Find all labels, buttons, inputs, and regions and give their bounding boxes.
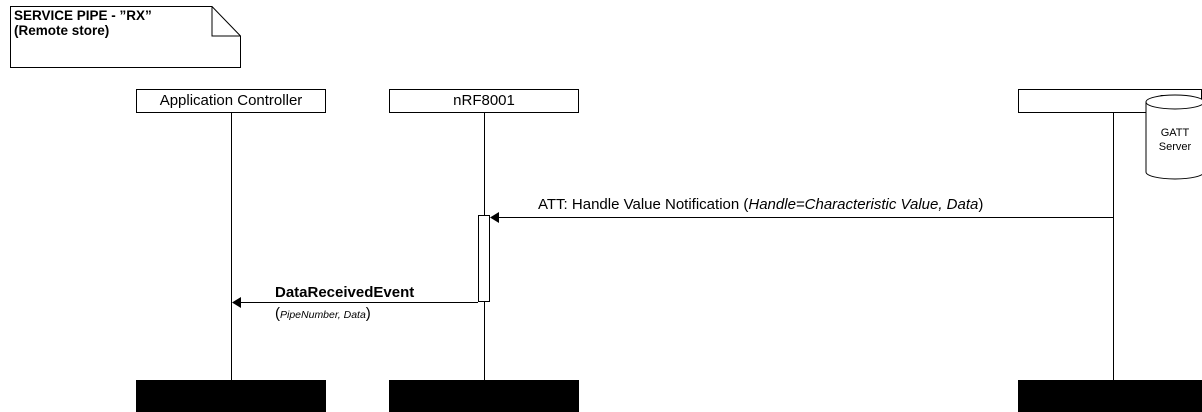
gatt-server-line-2: Server <box>1158 141 1192 153</box>
note-title: SERVICE PIPE - ”RX” (Remote store) <box>14 8 152 38</box>
note-shape <box>10 6 241 68</box>
note-line-2: (Remote store) <box>14 23 110 38</box>
gatt-server-label: GATT Server <box>1148 126 1202 154</box>
message-notification-label: ATT: Handle Value Notification (Handle=C… <box>538 196 983 213</box>
footer-nrf8001 <box>389 380 579 412</box>
diagram-note: SERVICE PIPE - ”RX” (Remote store) <box>10 6 241 68</box>
arrowhead-data-received-event <box>232 297 241 308</box>
footer-peer <box>1018 380 1202 412</box>
params-open: ( <box>275 305 280 322</box>
participant-nrf8001: nRF8001 <box>389 89 579 113</box>
arrowhead-notification <box>490 212 499 223</box>
note-line-1: SERVICE PIPE - ”RX” <box>14 8 152 23</box>
params-text: PipeNumber, Data <box>280 309 366 321</box>
lifeline-peer <box>1113 113 1114 380</box>
message-notification-suffix: ) <box>978 196 984 213</box>
message-notification-prefix: ATT: Handle Value Notification ( <box>538 196 749 213</box>
message-notification-params: Handle=Characteristic Value, Data <box>748 196 979 213</box>
params-close: ) <box>365 305 371 322</box>
message-data-received-event-label: DataReceivedEvent <box>275 284 415 301</box>
message-data-received-event-params: (PipeNumber, Data) <box>275 305 371 322</box>
activation-bar-nrf8001 <box>478 215 490 302</box>
gatt-server-database-icon <box>1145 94 1202 180</box>
lifeline-application-controller <box>231 113 232 380</box>
participant-application-controller: Application Controller <box>136 89 326 113</box>
footer-application-controller <box>136 380 326 412</box>
gatt-server-line-1: GATT <box>1160 127 1190 139</box>
